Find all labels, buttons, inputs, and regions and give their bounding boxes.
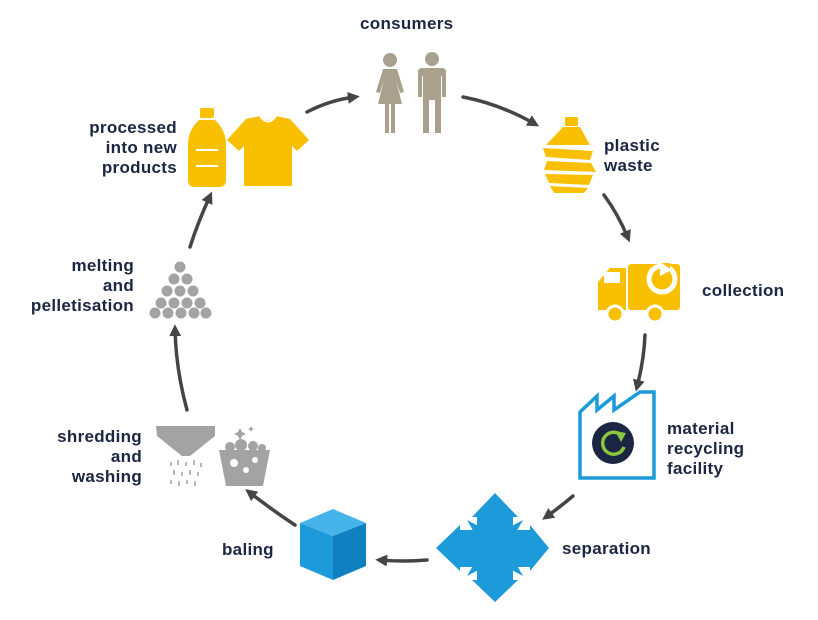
label-consumers: consumers	[360, 14, 453, 34]
label-line: plastic	[604, 136, 660, 155]
label-plastic-waste: plastic waste	[604, 136, 660, 176]
label-line: collection	[702, 281, 785, 300]
label-line: facility	[667, 459, 724, 478]
label-processed-into-new-products: processed into new products	[89, 118, 177, 178]
label-line: waste	[604, 156, 653, 175]
bale-cube-icon	[300, 509, 366, 580]
label-line: separation	[562, 539, 651, 558]
arrow-melting-to-processed	[188, 191, 213, 249]
label-line: pelletisation	[30, 296, 134, 315]
label-baling: baling	[222, 540, 274, 560]
arrow-baling-to-shredding	[245, 489, 297, 527]
pellets-pile-icon	[149, 261, 212, 319]
recycling-truck-icon	[598, 262, 680, 324]
label-line: baling	[222, 540, 274, 559]
crushed-bottle-icon	[543, 117, 596, 193]
shredder-washing-tub-icon	[156, 426, 270, 486]
label-line: and	[110, 447, 142, 466]
label-shredding-and-washing: shredding and washing	[57, 427, 142, 487]
label-line: into new	[105, 138, 177, 157]
arrow-processed-to-consumers	[305, 91, 360, 114]
cycle-arrows	[169, 91, 647, 567]
arrow-consumers-to-plastic-waste	[461, 95, 540, 127]
arrow-facility-to-separation	[542, 494, 575, 520]
bottle-and-tshirt-icon	[188, 108, 309, 187]
label-line: shredding	[57, 427, 142, 446]
label-line: processed	[89, 118, 177, 137]
label-line: and	[102, 276, 134, 295]
label-line: products	[101, 158, 177, 177]
arrow-plastic-waste-to-collection	[602, 193, 631, 243]
label-line: material	[667, 419, 735, 438]
arrow-separation-to-baling	[375, 554, 429, 567]
factory-recycle-icon	[578, 390, 656, 480]
arrow-collection-to-facility	[633, 333, 647, 392]
arrow-shredding-to-melting	[169, 324, 189, 412]
label-collection: collection	[702, 281, 784, 301]
label-material-recycling-facility: material recycling facility	[667, 419, 744, 479]
label-line: melting	[71, 256, 134, 275]
four-way-arrows-icon	[436, 493, 549, 602]
label-separation: separation	[562, 539, 651, 559]
label-line: washing	[71, 467, 142, 486]
label-line: consumers	[360, 14, 454, 33]
label-line: recycling	[667, 439, 745, 458]
man-woman-icon	[376, 52, 446, 133]
label-melting-and-pelletisation: melting and pelletisation	[31, 256, 134, 316]
